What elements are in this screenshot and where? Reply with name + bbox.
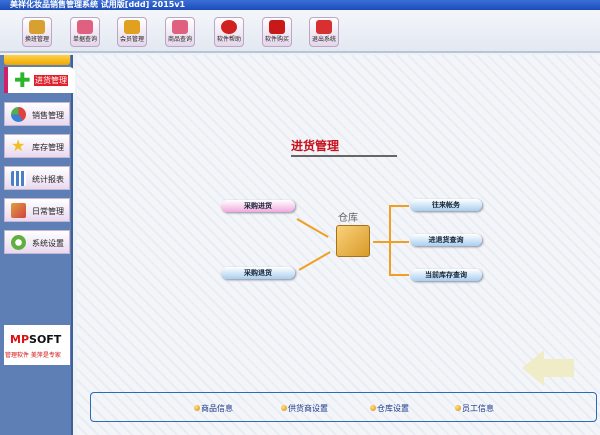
in-out-query-button[interactable]: 进退货查询 — [410, 234, 482, 246]
exit-button[interactable]: 退出系统 — [309, 17, 339, 47]
connector — [389, 205, 409, 207]
arrow-out — [298, 251, 331, 271]
connector — [373, 241, 389, 243]
bar-chart-icon — [11, 171, 26, 186]
member-icon — [124, 20, 140, 34]
brush-icon — [11, 203, 26, 218]
stock-query-button[interactable]: 当前库存查询 — [410, 269, 482, 281]
help-icon — [221, 20, 237, 34]
sidebar-item-reports[interactable]: 统计报表 — [4, 166, 70, 190]
connector — [389, 274, 409, 276]
product-info-link[interactable]: 商品信息 — [194, 403, 233, 414]
warehouse-settings-link[interactable]: 仓库设置 — [370, 403, 409, 414]
window-title: 美祥化妆品销售管理系统 试用版[ddd] 2015v1 — [0, 0, 600, 10]
star-icon: ★ — [11, 136, 26, 155]
sidebar-item-settings[interactable]: 系统设置 — [4, 230, 70, 254]
plus-icon: ✚ — [14, 68, 31, 92]
pie-chart-icon — [11, 107, 26, 122]
magnifier-icon — [77, 20, 93, 34]
connector — [389, 205, 391, 275]
page-title: 进货管理 — [291, 139, 340, 153]
warehouse-box-icon — [336, 225, 370, 257]
back-arrow-icon[interactable] — [522, 350, 544, 386]
sidebar-item-inventory[interactable]: ★库存管理 — [4, 134, 70, 158]
help-button[interactable]: 软件帮助 — [214, 17, 244, 47]
receipt-query-button[interactable]: 单据查询 — [70, 17, 100, 47]
sidebar-item-daily[interactable]: 日常管理 — [4, 198, 70, 222]
sidebar-item-sales[interactable]: 销售管理 — [4, 102, 70, 126]
magnifier-icon — [172, 20, 188, 34]
user-icon — [29, 20, 45, 34]
bottom-links: 商品信息 供货商设置 仓库设置 员工信息 — [90, 392, 597, 422]
gear-icon — [11, 235, 26, 250]
warehouse-label: 仓库 — [338, 213, 358, 224]
bullet-icon — [281, 405, 287, 411]
purchase-return-button[interactable]: 采购退货 — [221, 267, 295, 279]
back-arrow-tail — [544, 359, 574, 377]
arrow-in — [296, 218, 329, 238]
main-panel: 进货管理 采购进货 采购退货 仓库 往来帐务 进退货查询 当前库存查询 商品信息… — [77, 55, 600, 435]
connector — [389, 241, 409, 243]
toolbar: 换班管理 单据查询 会员管理 商品查询 软件帮助 软件购买 退出系统 — [0, 10, 600, 53]
member-management-button[interactable]: 会员管理 — [117, 17, 147, 47]
bullet-icon — [194, 405, 200, 411]
supplier-settings-link[interactable]: 供货商设置 — [281, 403, 328, 414]
accounts-button[interactable]: 往来帐务 — [410, 199, 482, 211]
bullet-icon — [455, 405, 461, 411]
bullet-icon — [370, 405, 376, 411]
exit-icon — [316, 20, 332, 34]
product-query-button[interactable]: 商品查询 — [165, 17, 195, 47]
sidebar-header — [4, 55, 70, 65]
purchase-software-button[interactable]: 软件购买 — [262, 17, 292, 47]
sidebar-item-purchase[interactable]: ✚进货管理 — [4, 67, 75, 93]
yen-icon — [269, 20, 285, 34]
purchase-in-button[interactable]: 采购进货 — [221, 200, 295, 212]
title-underline — [291, 155, 397, 157]
staff-info-link[interactable]: 员工信息 — [455, 403, 494, 414]
shift-management-button[interactable]: 换班管理 — [22, 17, 52, 47]
